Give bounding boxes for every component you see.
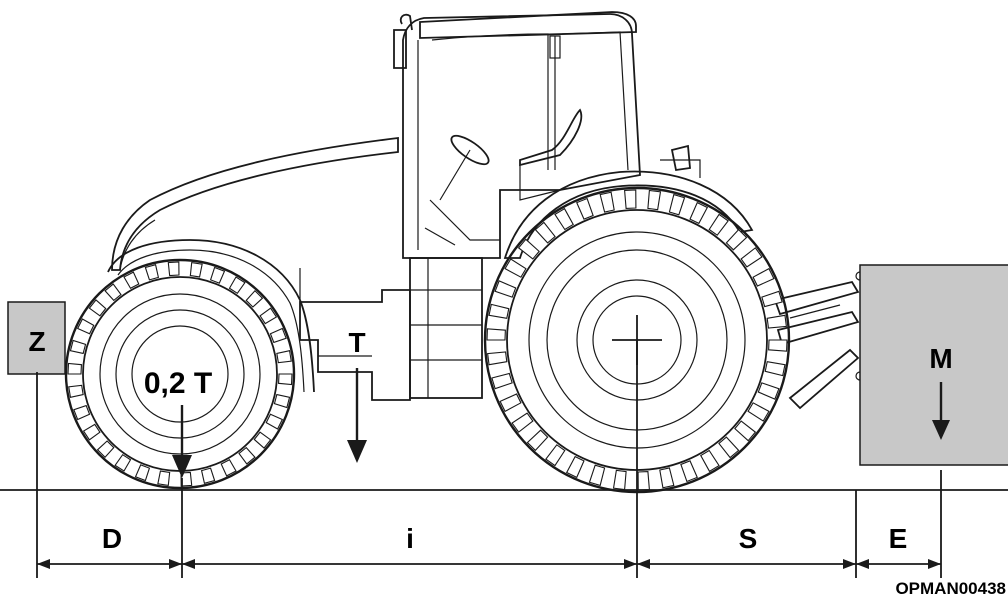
document-code: OPMAN00438 bbox=[895, 579, 1006, 598]
tread-lug bbox=[82, 423, 101, 441]
tread-lug bbox=[68, 384, 84, 398]
tread-lug bbox=[253, 431, 272, 449]
tread-lug bbox=[96, 440, 115, 459]
tread-lug bbox=[73, 404, 91, 421]
tread-lug bbox=[265, 413, 284, 430]
tread-lug bbox=[511, 412, 534, 433]
tread-lug bbox=[526, 429, 549, 452]
tread-lug bbox=[114, 453, 132, 472]
tread-lug bbox=[134, 464, 151, 482]
tread-lug bbox=[209, 266, 226, 284]
tractor-drawing bbox=[64, 11, 865, 494]
label-s: S bbox=[739, 523, 758, 554]
tread-lug bbox=[88, 299, 107, 317]
tread-lug bbox=[545, 444, 566, 467]
tread-lug bbox=[499, 393, 522, 413]
tread-lug bbox=[259, 307, 278, 325]
cab bbox=[393, 11, 641, 399]
tread-lug bbox=[220, 459, 237, 477]
tread-lug bbox=[123, 271, 140, 289]
tread-lug bbox=[200, 467, 216, 484]
tread-lug bbox=[752, 267, 775, 287]
tread-lug bbox=[764, 361, 786, 377]
tread-lug bbox=[104, 283, 122, 302]
tread-lug bbox=[761, 290, 783, 308]
front-ballast-box bbox=[7, 301, 66, 375]
tread-lug bbox=[228, 276, 246, 295]
tread-lug bbox=[67, 362, 83, 375]
tread-lug bbox=[725, 228, 748, 251]
rear-fender bbox=[503, 170, 754, 259]
tread-lug bbox=[69, 339, 87, 355]
tread-lug bbox=[534, 221, 556, 244]
tread-lug bbox=[76, 318, 95, 335]
cab-steps bbox=[409, 257, 483, 399]
tread-lug bbox=[487, 351, 508, 366]
label-z: Z bbox=[28, 326, 45, 357]
rear-implement-m: M bbox=[859, 264, 1008, 466]
tread-lug bbox=[238, 446, 256, 465]
tractor-weight-t: T bbox=[347, 327, 367, 463]
tread-lug bbox=[504, 258, 527, 278]
tread-lug bbox=[517, 238, 540, 260]
tread-lug bbox=[554, 207, 574, 231]
tread-lug bbox=[157, 470, 171, 487]
tread-lug bbox=[747, 402, 770, 422]
tread-lug bbox=[189, 261, 203, 278]
tread-lug bbox=[740, 247, 763, 268]
dimension-lines: D i S E bbox=[0, 340, 1008, 578]
chassis bbox=[299, 289, 411, 401]
tread-lug bbox=[167, 261, 180, 277]
tread-lug bbox=[700, 449, 720, 473]
tread-lug bbox=[624, 189, 637, 210]
tread-lug bbox=[576, 197, 594, 220]
tread-lug bbox=[588, 464, 606, 487]
tread-lug bbox=[768, 339, 788, 352]
label-e: E bbox=[889, 523, 908, 554]
tread-lug bbox=[708, 213, 729, 236]
tread-lug bbox=[659, 467, 675, 489]
hood bbox=[111, 136, 399, 271]
tread-lug bbox=[757, 382, 780, 400]
tread-lug bbox=[144, 264, 160, 281]
tread-lug bbox=[718, 436, 740, 459]
tread-lug bbox=[637, 470, 650, 491]
tread-lug bbox=[599, 191, 615, 213]
tread-lug bbox=[488, 303, 510, 319]
label-front-load: 0,2 T bbox=[144, 367, 212, 400]
front-fender bbox=[107, 239, 315, 393]
front-ballast-z: Z bbox=[7, 301, 66, 375]
tread-lug bbox=[680, 460, 698, 483]
tread-lug bbox=[766, 314, 787, 329]
tread-lug bbox=[486, 328, 506, 341]
tread-lug bbox=[273, 393, 291, 409]
rear-implement-box bbox=[859, 264, 1008, 466]
tread-lug bbox=[276, 350, 292, 364]
tread-lug bbox=[647, 189, 662, 211]
front-axle-load: 0,2 T bbox=[144, 367, 212, 478]
tread-lug bbox=[612, 469, 627, 491]
tread-lug bbox=[269, 327, 287, 344]
label-i: i bbox=[406, 523, 414, 554]
tread-lug bbox=[494, 280, 517, 298]
tread-lug bbox=[689, 201, 709, 225]
tread-lug bbox=[277, 373, 293, 386]
label-d: D bbox=[102, 523, 122, 554]
tread-lug bbox=[565, 455, 585, 479]
tread-lug bbox=[245, 289, 264, 308]
label-m: M bbox=[929, 343, 952, 374]
front-wheel bbox=[64, 258, 296, 490]
tread-lug bbox=[491, 372, 513, 390]
label-t: T bbox=[348, 327, 365, 358]
tread-lug bbox=[668, 193, 686, 216]
tread-lug bbox=[734, 420, 757, 442]
